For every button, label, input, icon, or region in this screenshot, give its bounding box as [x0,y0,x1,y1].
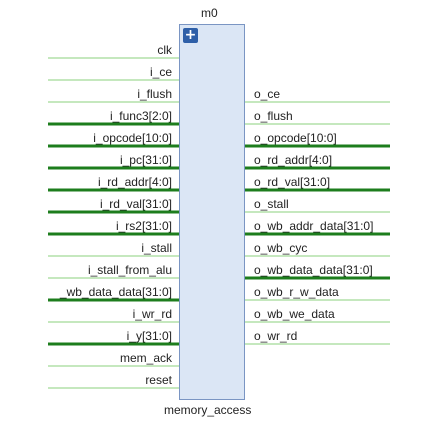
input-port-label: i_wr_rd [133,307,172,321]
memory-access-block[interactable]: + [179,24,245,400]
input-port-label: _wb_data_data[31:0] [59,285,172,299]
input-port-label: i_rd_addr[4:0] [98,175,172,189]
output-port-label: o_wr_rd [254,329,297,343]
output-port-label: o_wb_data_data[31:0] [254,263,373,277]
output-port-label: o_flush [254,109,293,123]
input-port-label: i_pc[31:0] [120,153,172,167]
input-port-label: mem_ack [120,351,173,365]
module-name: memory_access [164,403,252,417]
output-port-label: o_wb_addr_data[31:0] [254,219,373,233]
instance-name: m0 [201,6,218,20]
input-port-label: clk [157,43,173,57]
output-port-label: o_wb_we_data [254,307,335,321]
input-port-label: i_ce [150,65,172,79]
input-port-label: i_rd_val[31:0] [100,197,172,211]
expand-icon[interactable]: + [183,27,198,43]
input-port-label: i_flush [137,87,172,101]
input-port-label: i_func3[2:0] [110,109,172,123]
output-port-label: o_opcode[10:0] [254,131,337,145]
input-port-label: i_stall [141,241,172,255]
output-port-label: o_stall [254,197,289,211]
input-port-label: i_opcode[10:0] [93,131,172,145]
input-port-label: i_y[31:0] [127,329,172,343]
output-port-label: o_rd_val[31:0] [254,175,330,189]
output-port-label: o_wb_cyc [254,241,307,255]
output-port-label: o_rd_addr[4:0] [254,153,332,167]
input-port-label: i_rs2[31:0] [116,219,172,233]
output-port-label: o_ce [254,87,280,101]
input-port-label: reset [145,373,172,387]
output-port-label: o_wb_r_w_data [254,285,339,299]
input-port-label: i_stall_from_alu [88,263,172,277]
